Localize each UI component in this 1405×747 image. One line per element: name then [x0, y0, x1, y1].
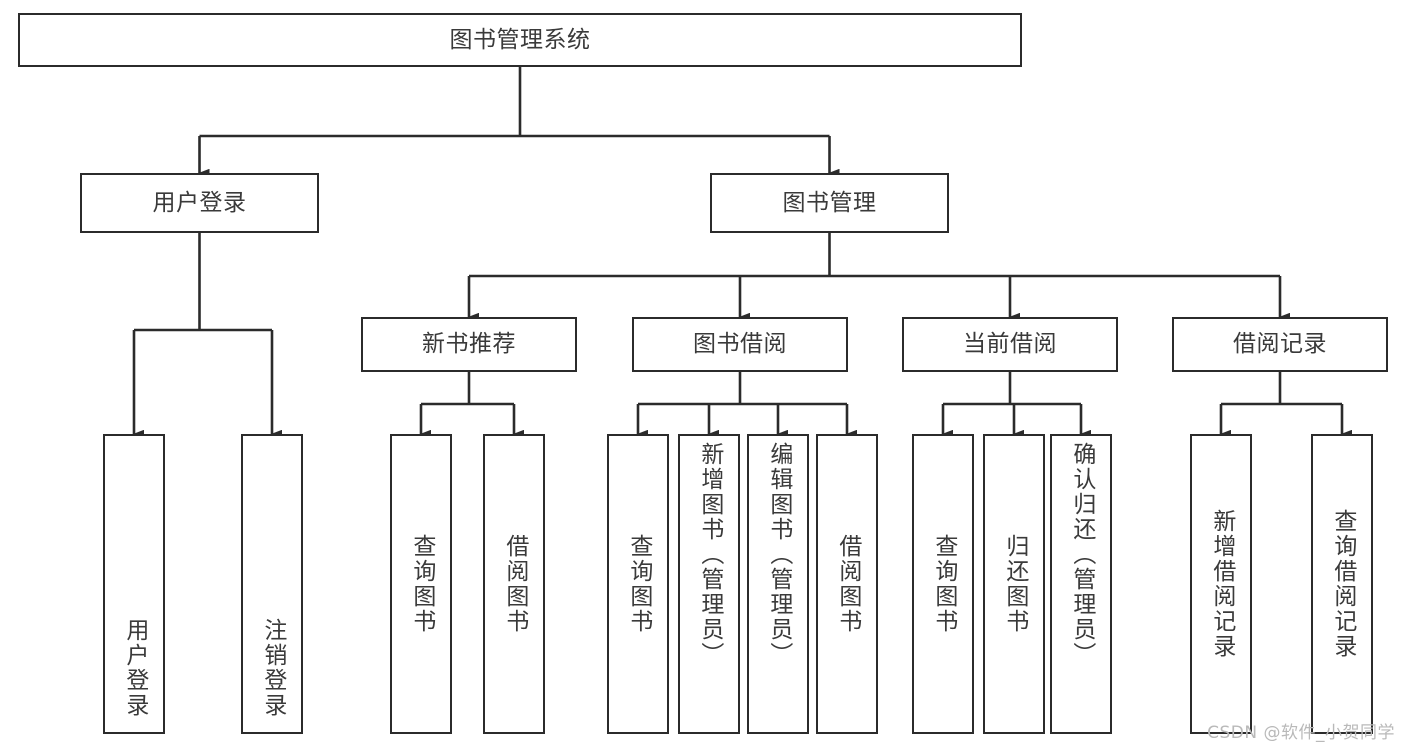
- node-label: 查询图书: [408, 534, 435, 634]
- node-leaf-cb-confirm[interactable]: 确认归还（管理员）: [1050, 434, 1112, 734]
- node-leaf-user-logout[interactable]: 注销登录: [241, 434, 303, 734]
- node-leaf-bb-edit[interactable]: 编辑图书（管理员）: [747, 434, 809, 734]
- node-leaf-rec-borrow[interactable]: 借阅图书: [483, 434, 545, 734]
- node-leaf-bb-borrow[interactable]: 借阅图书: [816, 434, 878, 734]
- node-label: 借阅图书: [834, 534, 861, 634]
- node-label: 借阅图书: [501, 534, 528, 634]
- node-user-login[interactable]: 用户登录: [80, 173, 319, 233]
- node-label: 用户登录: [121, 618, 148, 718]
- node-book-manage[interactable]: 图书管理: [710, 173, 949, 233]
- node-leaf-bb-query[interactable]: 查询图书: [607, 434, 669, 734]
- node-current-borrow[interactable]: 当前借阅: [902, 317, 1118, 372]
- node-label: 查询借阅记录: [1329, 509, 1356, 659]
- node-label: 查询图书: [930, 534, 957, 634]
- node-new-book-rec[interactable]: 新书推荐: [361, 317, 577, 372]
- node-leaf-br-add[interactable]: 新增借阅记录: [1190, 434, 1252, 734]
- node-label: 当前借阅: [963, 331, 1057, 358]
- node-label: 图书借阅: [693, 331, 787, 358]
- node-leaf-rec-query[interactable]: 查询图书: [390, 434, 452, 734]
- node-leaf-bb-add[interactable]: 新增图书（管理员）: [678, 434, 740, 734]
- node-label: 用户登录: [152, 189, 247, 216]
- node-label: 注销登录: [259, 618, 286, 718]
- node-label: 确认归还（管理员）: [1068, 442, 1095, 667]
- node-label: 查询图书: [625, 534, 652, 634]
- node-label: 借阅记录: [1233, 331, 1327, 358]
- node-leaf-user-login[interactable]: 用户登录: [103, 434, 165, 734]
- node-label: 新增图书（管理员）: [696, 442, 723, 667]
- node-label: 新增借阅记录: [1208, 509, 1235, 659]
- node-label: 归还图书: [1001, 534, 1028, 634]
- node-label: 新书推荐: [422, 331, 516, 358]
- node-label: 图书管理: [782, 189, 877, 216]
- node-borrow-record[interactable]: 借阅记录: [1172, 317, 1388, 372]
- node-leaf-br-query[interactable]: 查询借阅记录: [1311, 434, 1373, 734]
- node-root[interactable]: 图书管理系统: [18, 13, 1022, 67]
- node-leaf-cb-return[interactable]: 归还图书: [983, 434, 1045, 734]
- node-label: 编辑图书（管理员）: [765, 442, 792, 667]
- node-leaf-cb-query[interactable]: 查询图书: [912, 434, 974, 734]
- node-label: 图书管理系统: [449, 26, 591, 53]
- node-book-borrow[interactable]: 图书借阅: [632, 317, 848, 372]
